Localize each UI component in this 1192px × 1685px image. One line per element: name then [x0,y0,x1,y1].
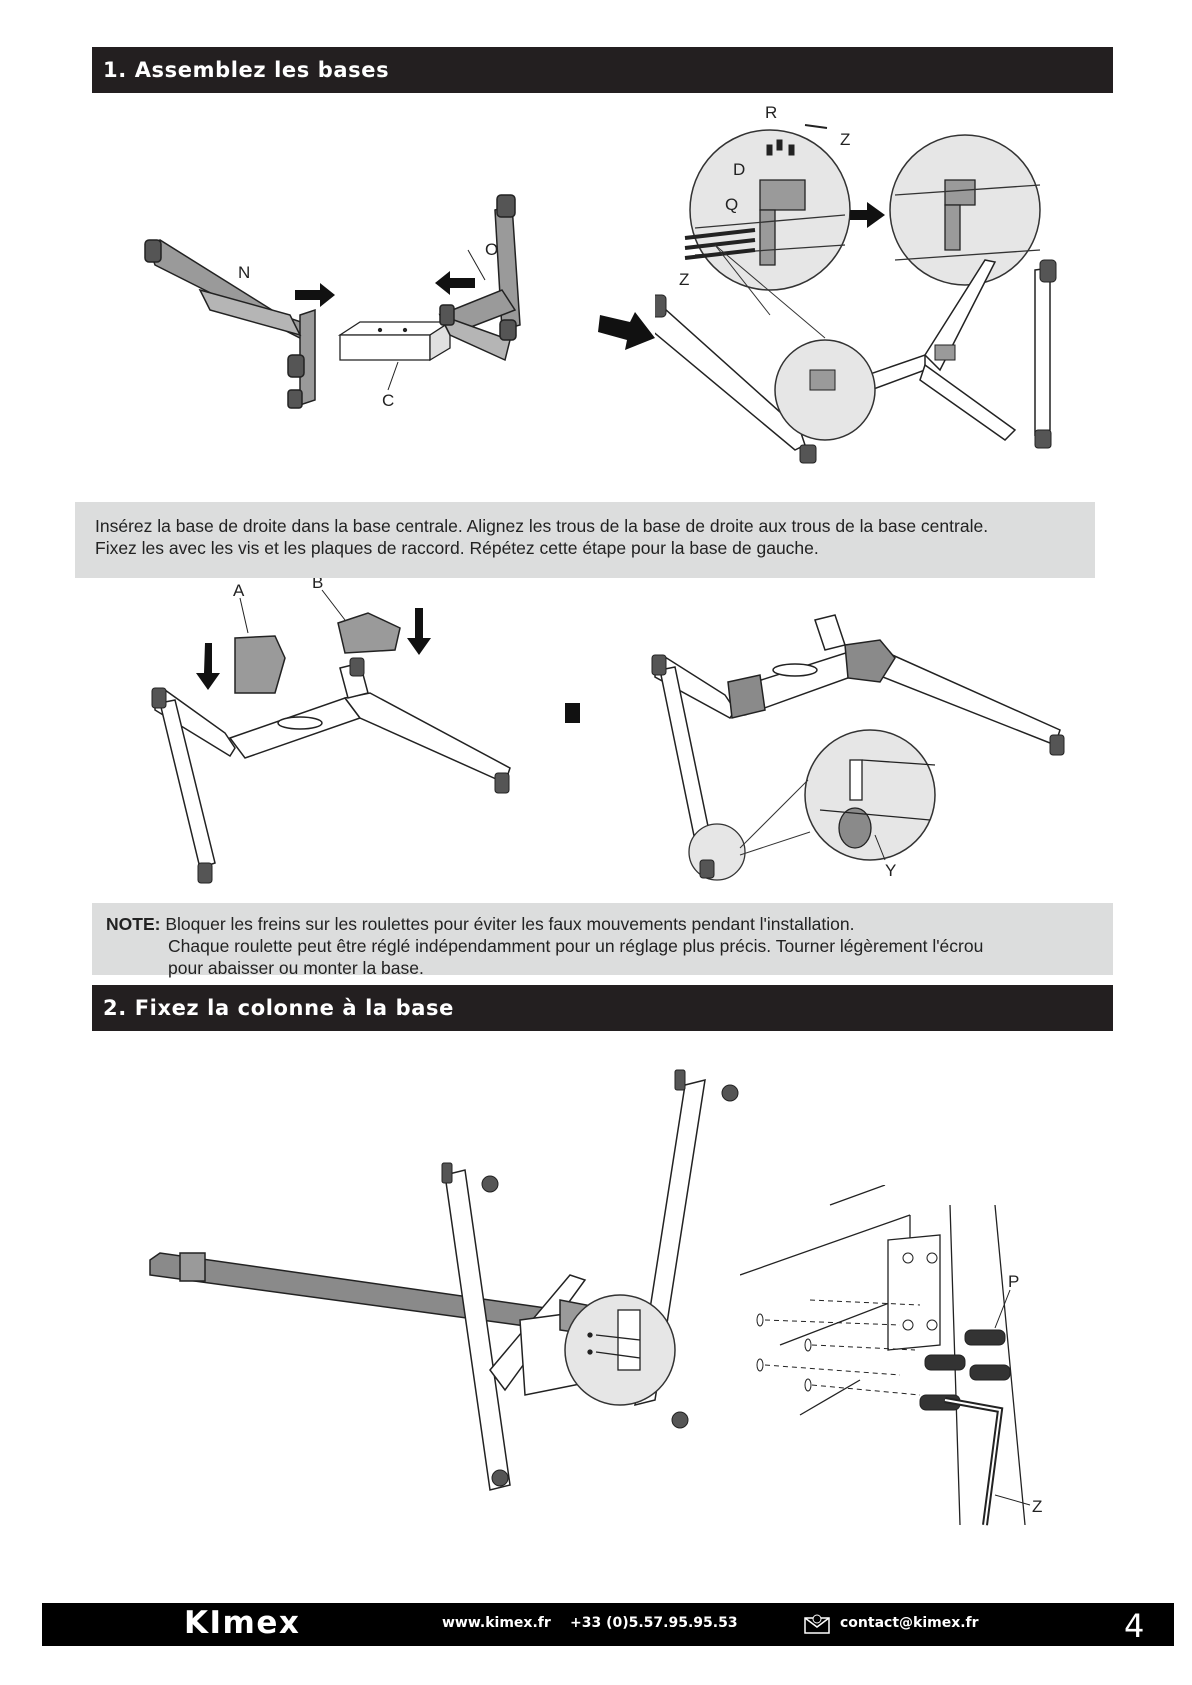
diagram-covers-mounted: Y [640,610,1100,900]
detail-circle-caster [804,729,936,861]
part-n-base [144,239,316,409]
detail-circle-caster-small [688,823,746,881]
section-2-header: 2. Fixez la colonne à la base [92,985,1113,1031]
label-a: A [233,581,245,600]
section-1-title: 1. Assemblez les bases [103,58,390,82]
part-o-base [438,194,521,362]
part-c-center [337,320,453,362]
instruction-line-1: Insérez la base de droite dans la base c… [95,516,989,536]
label-z-left: Z [679,270,689,289]
diagram-bolt-detail: P Z [740,1185,1070,1530]
label-q: Q [725,195,738,214]
note-line-2: Chaque roulette peut être réglé indépend… [168,936,984,956]
label-r: R [765,103,777,122]
label-z-bolt: Z [1032,1497,1042,1516]
brand-logo: KImex [184,1605,301,1641]
label-p: P [1008,1272,1019,1291]
note-line-1: Bloquer les freins sur les roulettes pou… [165,914,855,934]
label-c: C [382,391,394,410]
diagram-column-base [140,1060,750,1520]
email-icon [804,1614,830,1639]
note-line-3: pour abaisser ou monter la base. [168,958,424,978]
label-d: D [733,160,745,179]
note-label: NOTE: [106,914,161,934]
footer: KImex www.kimex.fr +33 (0)5.57.95.95.53 … [42,1603,1174,1646]
section-1-header: 1. Assemblez les bases [92,47,1113,93]
note-box: NOTE: Bloquer les freins sur les roulett… [92,903,1113,978]
detail-circle-mounted [889,134,1041,286]
website-link[interactable]: www.kimex.fr [442,1615,551,1631]
label-n: N [238,263,250,282]
label-y: Y [885,861,896,880]
label-o: O [485,240,498,259]
diagram-covers: A B [140,578,580,898]
diagram-base-assembled: R Z D Q Z [655,100,1075,495]
label-b: B [312,578,323,592]
instruction-line-2: Fixez les avec les vis et les plaques de… [95,538,819,558]
section-2-title: 2. Fixez la colonne à la base [103,996,454,1020]
phone-number: +33 (0)5.57.95.95.53 [570,1615,738,1631]
diagram-base-parts: N O C [140,100,680,440]
instruction-box: Insérez la base de droite dans la base c… [75,502,1095,578]
label-z-top: Z [840,130,850,149]
page-number: 4 [1124,1607,1145,1645]
email-link[interactable]: contact@kimex.fr [840,1615,979,1631]
